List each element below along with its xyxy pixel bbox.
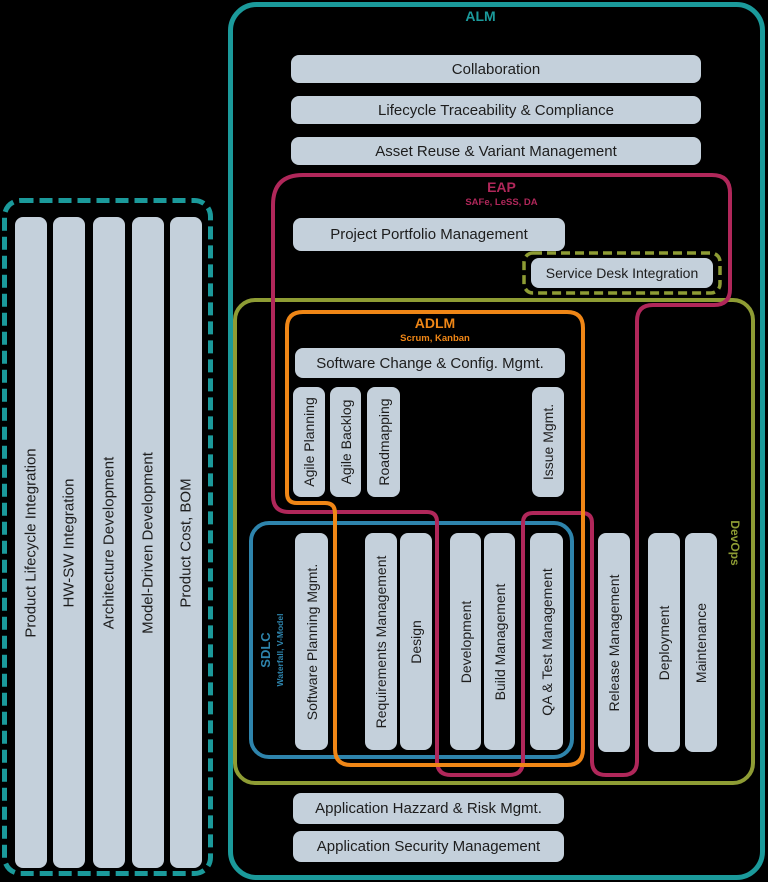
eap-title-text: EAP [487,179,516,195]
alm-box-app-security: Application Security Management [293,831,564,862]
sdlc-col-qa-test: QA & Test Management [530,533,563,750]
adlm-col-agile-backlog: Agile Backlog [330,387,361,497]
sdlc-subtitle-text: Waterfall, V-Model [274,613,285,687]
adlm-col-label: Agile Backlog [337,399,354,485]
sdlc-title-text: SDLC [258,632,274,668]
plm-border [2,198,213,876]
adlm-col-label: Agile Planning [301,397,317,487]
devops-col-release: Release Management [598,533,630,752]
sdlc-col-label: Build Management [491,583,508,700]
devops-border [233,298,755,785]
plm-col-label: Product Lifecycle Integration [22,447,40,638]
adlm-col-roadmapping: Roadmapping [367,387,400,497]
alm-box-label: Application Hazzard & Risk Mgmt. [315,800,542,817]
alm-box-label: Collaboration [451,60,541,78]
plm-col-label: Model-Driven Development [139,451,157,634]
devops-title: DevOps [720,505,748,581]
alm-box-app-hazzard-risk: Application Hazzard & Risk Mgmt. [293,793,564,824]
sdlc-col-label: Requirements Management [373,555,389,728]
eap-title: EAP SAFe, LeSS, DA [273,179,730,208]
adlm-subtitle-text: Scrum, Kanban [400,332,470,344]
service-desk-border [522,251,722,295]
alm-box-asset-reuse: Asset Reuse & Variant Management [291,137,701,165]
adlm-border [285,310,585,767]
service-desk-label: Service Desk Integration [545,265,699,281]
alm-border [228,2,765,880]
sdlc-col-build-management: Build Management [484,533,515,750]
devops-col-label: Release Management [606,574,622,711]
sdlc-col-label: Development [457,600,474,683]
plm-col-architecture-development: Architecture Development [93,217,125,868]
alm-box-label: Asset Reuse & Variant Management [375,142,617,160]
alm-box-lifecycle-traceability: Lifecycle Traceability & Compliance [291,96,701,124]
plm-col-label: HW-SW Integration [60,478,78,607]
plm-col-model-driven-development: Model-Driven Development [132,217,164,868]
sdlc-title: SDLC Waterfall, V-Model [244,558,300,742]
devops-col-maintenance: Maintenance [685,533,717,752]
devops-col-label: Deployment [656,605,672,680]
alm-title: ALM [228,8,733,26]
devops-title-text: DevOps [727,520,742,566]
adlm-box-software-change: Software Change & Config. Mgmt. [295,348,565,378]
plm-col-product-cost-bom: Product Cost, BOM [170,217,202,868]
adlm-col-agile-planning: Agile Planning [293,387,325,497]
sdlc-col-development: Development [450,533,481,750]
adlm-col-issue-mgmt: Issue Mgmt. [532,387,564,497]
sdlc-border [249,521,574,759]
sdlc-col-requirements: Requirements Management [365,533,397,750]
adlm-title-text: ADLM [414,315,456,331]
adlm-col-label: Roadmapping [375,398,392,486]
plm-col-product-lifecycle-integration: Product Lifecycle Integration [15,217,47,868]
sdlc-col-software-planning: Software Planning Mgmt. [295,533,328,750]
sdlc-col-label: Software Planning Mgmt. [303,563,320,720]
service-desk-box: Service Desk Integration [531,258,713,288]
alm-box-label: Application Security Management [316,838,541,855]
adlm-col-label: Issue Mgmt. [540,403,556,481]
plm-col-label: Product Cost, BOM [177,477,195,608]
alm-title-text: ALM [465,8,496,24]
adlm-box-label: Software Change & Config. Mgmt. [316,354,544,372]
eap-subtitle-text: SAFe, LeSS, DA [465,196,538,208]
plm-col-hw-sw-integration: HW-SW Integration [53,217,85,868]
eap-box-label: Project Portfolio Management [330,226,528,243]
plm-col-label: Architecture Development [100,456,118,629]
alm-box-collaboration: Collaboration [291,55,701,83]
devops-col-label: Maintenance [693,602,709,683]
sdlc-col-design: Design [400,533,432,750]
alm-box-label: Lifecycle Traceability & Compliance [378,101,614,119]
sdlc-col-label: Design [408,619,424,664]
eap-box-project-portfolio: Project Portfolio Management [293,218,565,251]
sdlc-col-label: QA & Test Management [538,567,555,716]
devops-col-deployment: Deployment [648,533,680,752]
adlm-title: ADLM Scrum, Kanban [287,315,583,344]
